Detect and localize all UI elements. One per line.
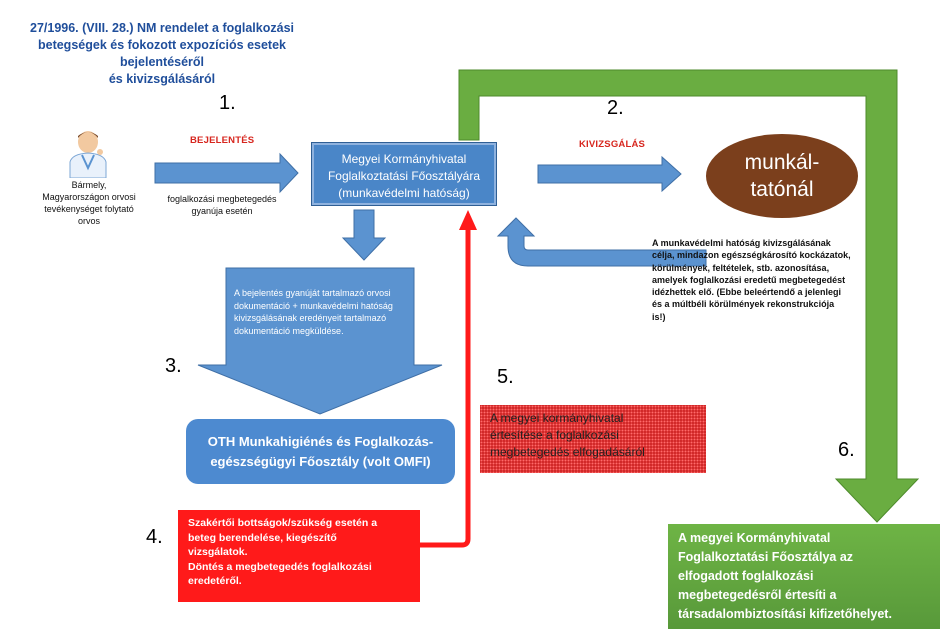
suspicion-label: foglalkozási megbetegedés gyanúja esetén <box>167 194 277 216</box>
step-3: 3. <box>165 355 182 377</box>
arrow-send-docs <box>197 267 443 415</box>
step-2: 2. <box>607 97 624 119</box>
investigation-description: A munkavédelmi hatóság kivizsgálásának c… <box>652 238 851 322</box>
label-kivizsgalas: KIVIZSGÁLÁS <box>579 139 646 150</box>
oth-department-box: OTH Munkahigiénés és Foglalkozás- egészs… <box>186 419 455 484</box>
expert-committee-box: Szakértői bottságok/szükség esetén a bet… <box>178 510 420 602</box>
step-6: 6. <box>838 439 855 461</box>
notify-gov-box: A megyei kormányhivatal értesítése a fog… <box>480 405 706 473</box>
arrow-down-gov <box>341 209 387 261</box>
gov-office-box: Megyei Kormányhivatal Foglalkoztatási Fő… <box>312 143 496 205</box>
doctor-icon <box>69 131 107 178</box>
red-arrow-head <box>459 210 477 230</box>
red-arrow <box>420 228 471 548</box>
final-notification-box: A megyei Kormányhivatal Foglalkoztatási … <box>668 524 940 629</box>
arrow-kivizsgalas <box>537 155 682 193</box>
send-documents-text: A bejelentés gyanúját tartalmazó orvosi … <box>234 288 393 336</box>
doctor-label: Bármely, Magyarországon orvosi tevékenys… <box>42 180 136 226</box>
arrow-return <box>496 217 707 267</box>
step-1: 1. <box>219 92 236 114</box>
label-bejelentes: BEJELENTÉS <box>190 135 255 146</box>
step-5: 5. <box>497 366 514 388</box>
green-arrow <box>458 69 920 523</box>
employer-oval: munkál- tatónál <box>706 134 858 218</box>
arrow-bejelentes <box>154 152 299 194</box>
regulation-title: 27/1996. (VIII. 28.) NM rendelet a fogla… <box>30 21 294 86</box>
step-4: 4. <box>146 526 163 548</box>
